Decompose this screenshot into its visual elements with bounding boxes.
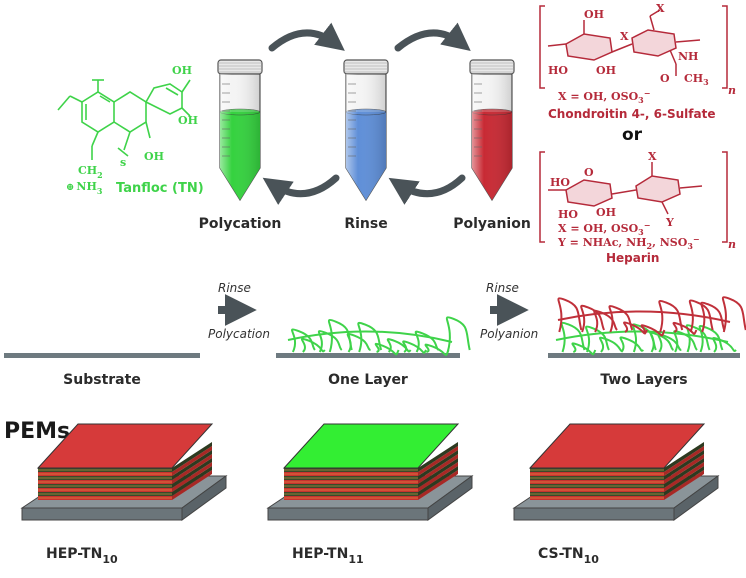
- cs-oh-top: OH: [584, 8, 604, 21]
- heparin-structure: [539, 151, 728, 243]
- hep-o-carbonyl: O: [584, 166, 594, 179]
- tube-rinse: Rinse: [343, 59, 389, 232]
- cs-ch3: CH3: [684, 72, 709, 87]
- tanfloc-oh-1: OH: [172, 64, 192, 77]
- pem-label: HEP-TN10: [46, 546, 118, 566]
- substrate-bar-3: [548, 353, 740, 358]
- pem-label: HEP-TN11: [292, 546, 364, 566]
- cs-name: Chondroitin 4-, 6-Sulfate: [548, 107, 715, 121]
- cs-x-top: X: [656, 2, 665, 15]
- substrate-bar-1: [4, 353, 200, 358]
- chondroitin-structure: [539, 5, 728, 89]
- substrate-bar-2: [276, 353, 460, 358]
- pems-stacks: HEP-TN10 HEP-TN11 CS-TN10: [20, 423, 720, 566]
- hep-oh: OH: [596, 206, 616, 219]
- step-1-top: Rinse: [218, 281, 251, 295]
- hep-x-top: X: [648, 150, 657, 163]
- pems-title: PEMs: [4, 419, 70, 444]
- hep-name: Heparin: [606, 251, 659, 265]
- tanfloc-structure: [57, 79, 191, 160]
- tanfloc-s: s: [120, 156, 126, 169]
- tube-label: Rinse: [344, 216, 387, 232]
- tubes: Polycation Rinse Polyanion: [199, 59, 531, 232]
- cs-n: n: [728, 84, 736, 97]
- stage-substrate: Substrate: [63, 372, 141, 388]
- cs-x-ring: X: [620, 30, 629, 43]
- or-label: or: [622, 125, 643, 145]
- polycation-chains: [287, 316, 471, 357]
- cs-o-carbonyl: O: [660, 72, 670, 85]
- hep-y: Y: [665, 216, 674, 229]
- cs-oh-mid: OH: [596, 64, 616, 77]
- hep-x-equation: X = OH, OSO3−: [558, 220, 650, 237]
- tanfloc-oh-3: OH: [144, 150, 164, 163]
- hep-hoo: HO: [558, 208, 578, 221]
- polyanion-chains: [557, 296, 746, 337]
- step-2-top: Rinse: [486, 281, 519, 295]
- pem-label: CS-TN10: [538, 546, 599, 566]
- tube-label: Polyanion: [453, 216, 531, 232]
- tanfloc-oh-2: OH: [178, 114, 198, 127]
- pem-stack: CS-TN10: [512, 423, 720, 566]
- cs-nh: NH: [678, 50, 698, 63]
- stage-two-layers: Two Layers: [600, 372, 687, 388]
- hep-y-equation: Y = NHAc, NH2, NSO3−: [557, 234, 700, 251]
- step-2-bottom: Polyanion: [480, 327, 538, 341]
- cycle-arrows: [262, 22, 471, 205]
- tube-polycation: Polycation: [199, 59, 282, 232]
- pem-stack: HEP-TN10: [20, 423, 228, 566]
- cs-x-equation: X = OH, OSO3−: [558, 88, 650, 105]
- cs-ho-left: HO: [548, 64, 568, 77]
- pem-stack: HEP-TN11: [266, 423, 474, 566]
- tube-label: Polycation: [199, 216, 282, 232]
- step-1-bottom: Polycation: [208, 327, 270, 341]
- stage-one-layer: One Layer: [328, 372, 408, 388]
- hep-ho: HO: [550, 176, 570, 189]
- tanfloc-ch2: CH2: [78, 164, 103, 180]
- hep-n: n: [728, 238, 736, 251]
- tanfloc-label: Tanfloc (TN): [116, 181, 204, 196]
- lbl-process: Rinse Polycation Rinse Polyanion Substra…: [4, 281, 746, 388]
- tube-polyanion: Polyanion: [453, 59, 531, 232]
- tanfloc-nh3: ⊕NH3: [66, 180, 103, 196]
